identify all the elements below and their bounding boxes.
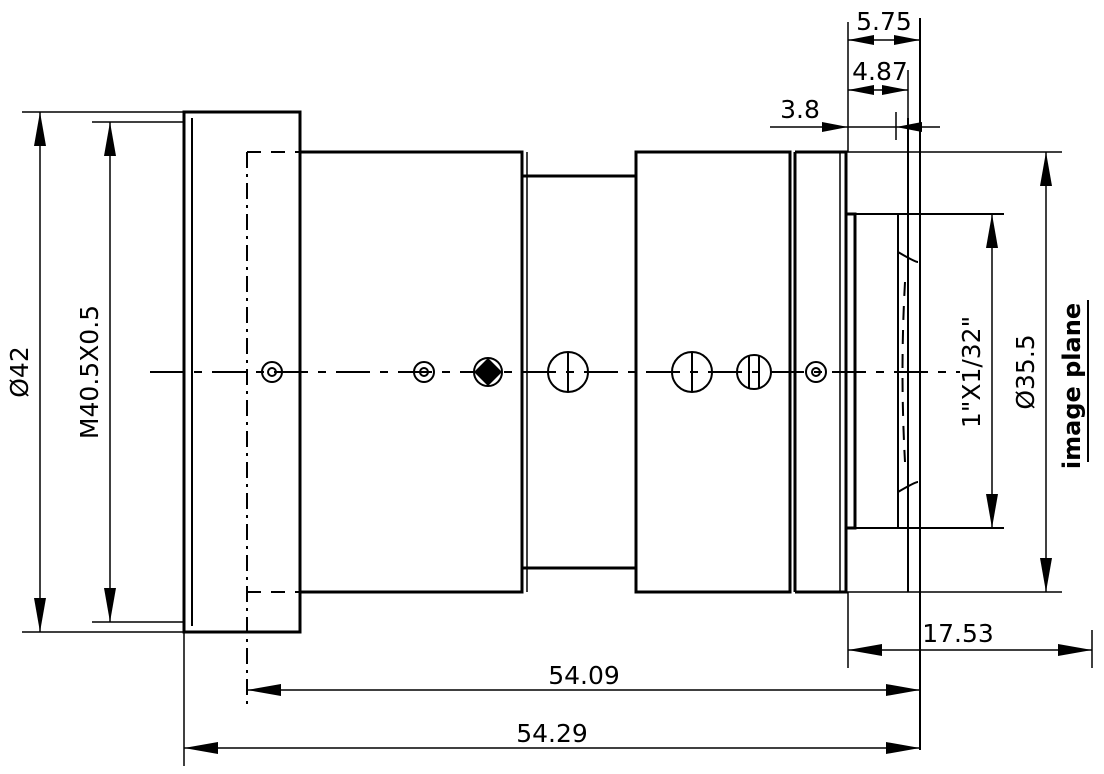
dim-rear-thread: 1"X1/32": [957, 214, 998, 528]
dim-thread: M40.5X0.5: [75, 121, 184, 623]
dim-3-8: 3.8: [770, 95, 940, 140]
lens-body: [182, 18, 1004, 750]
dim-54-29: 54.29: [183, 632, 920, 766]
node-circle: [805, 361, 827, 383]
barrel-2: [634, 150, 792, 594]
centre-lines: [150, 151, 960, 706]
dim-3-8-label: 3.8: [780, 95, 820, 124]
dim-outer-diameter: Ø42: [5, 111, 184, 633]
dim-17-53: 17.53: [847, 592, 1093, 668]
image-plane-annotation: image plane: [1058, 300, 1089, 469]
dim-4-87-label: 4.87: [852, 57, 908, 86]
dim-rear-diameter: Ø35.5: [846, 151, 1062, 593]
rear-diameter-label: Ø35.5: [1011, 334, 1040, 409]
dim-5-75-label: 5.75: [856, 7, 912, 36]
dim-54-29-label: 54.29: [516, 719, 588, 748]
dim-54-09-label: 54.09: [548, 661, 620, 690]
axis-symbols: [261, 351, 827, 393]
thread-label: M40.5X0.5: [75, 305, 104, 439]
image-plane-label: image plane: [1058, 303, 1086, 469]
barrel-neck: [522, 174, 636, 570]
node-circle: [261, 361, 283, 383]
dim-54-09: 54.09: [247, 661, 920, 696]
dim-17-53-label: 17.53: [922, 619, 994, 648]
outer-diameter-label: Ø42: [5, 346, 34, 398]
focal-point-symbol: [736, 354, 772, 390]
rear-thread-label: 1"X1/32": [957, 316, 986, 428]
dim-5-75: 5.75: [847, 7, 920, 152]
node-circle: [413, 361, 435, 383]
dim-4-87: 4.87: [848, 57, 909, 118]
